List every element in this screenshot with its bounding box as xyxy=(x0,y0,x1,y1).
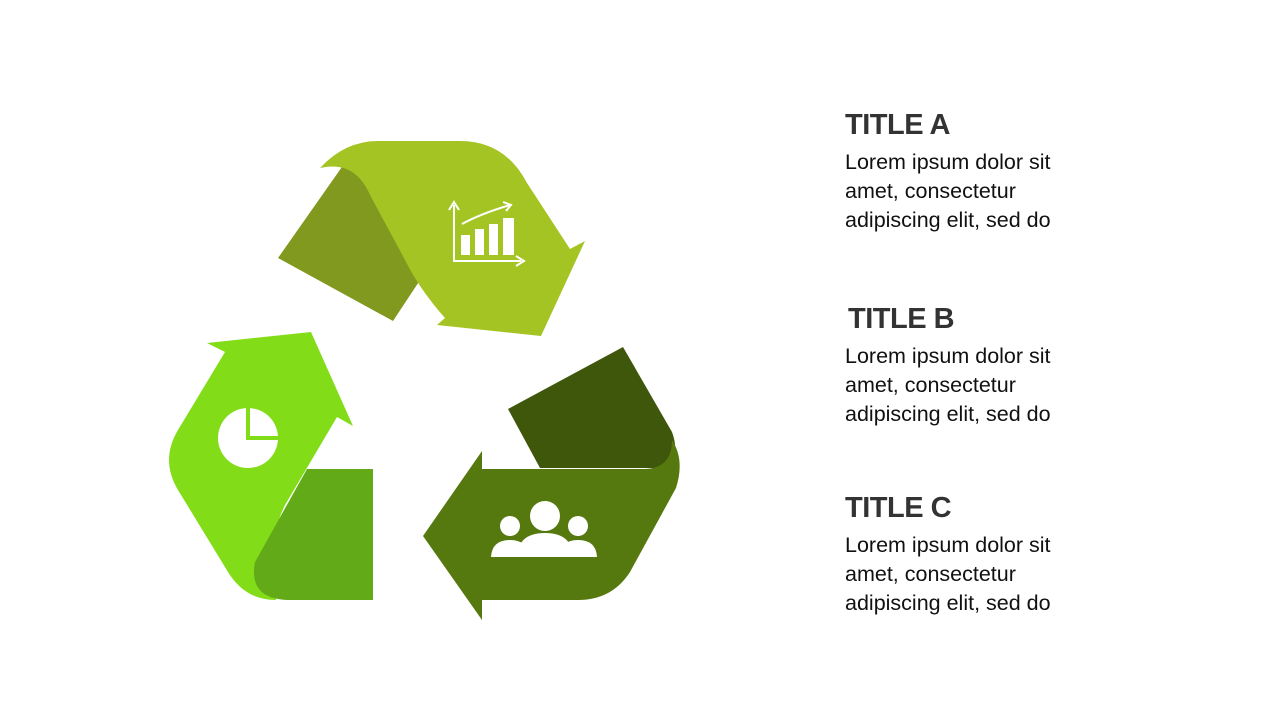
left-arrow xyxy=(169,332,373,600)
pie-chart-icon xyxy=(218,408,278,468)
text-block-c: TITLE C Lorem ipsum dolor sit amet, cons… xyxy=(845,491,1245,618)
text-blocks: TITLE A Lorem ipsum dolor sit amet, cons… xyxy=(845,0,1245,720)
body-b: Lorem ipsum dolor sit amet, consectetur … xyxy=(845,344,1051,426)
text-block-a: TITLE A Lorem ipsum dolor sit amet, cons… xyxy=(845,108,1245,235)
text-block-b: TITLE B Lorem ipsum dolor sit amet, cons… xyxy=(845,302,1245,429)
title-b: TITLE B xyxy=(848,303,955,335)
right-arrow-band xyxy=(423,440,680,620)
right-arrow-fold xyxy=(508,347,676,468)
left-arrow-fold xyxy=(253,469,373,600)
top-arrow-band xyxy=(320,141,585,336)
people-icon xyxy=(491,501,597,557)
top-arrow xyxy=(278,141,585,336)
body-a: Lorem ipsum dolor sit amet, consectetur … xyxy=(845,150,1051,232)
bar-chart-bars xyxy=(461,218,514,255)
bar-chart-icon xyxy=(448,200,526,267)
title-a: TITLE A xyxy=(845,109,950,141)
left-arrow-band xyxy=(169,332,353,600)
title-c: TITLE C xyxy=(845,492,952,524)
body-c: Lorem ipsum dolor sit amet, consectetur … xyxy=(845,533,1051,615)
right-arrow xyxy=(423,347,680,620)
